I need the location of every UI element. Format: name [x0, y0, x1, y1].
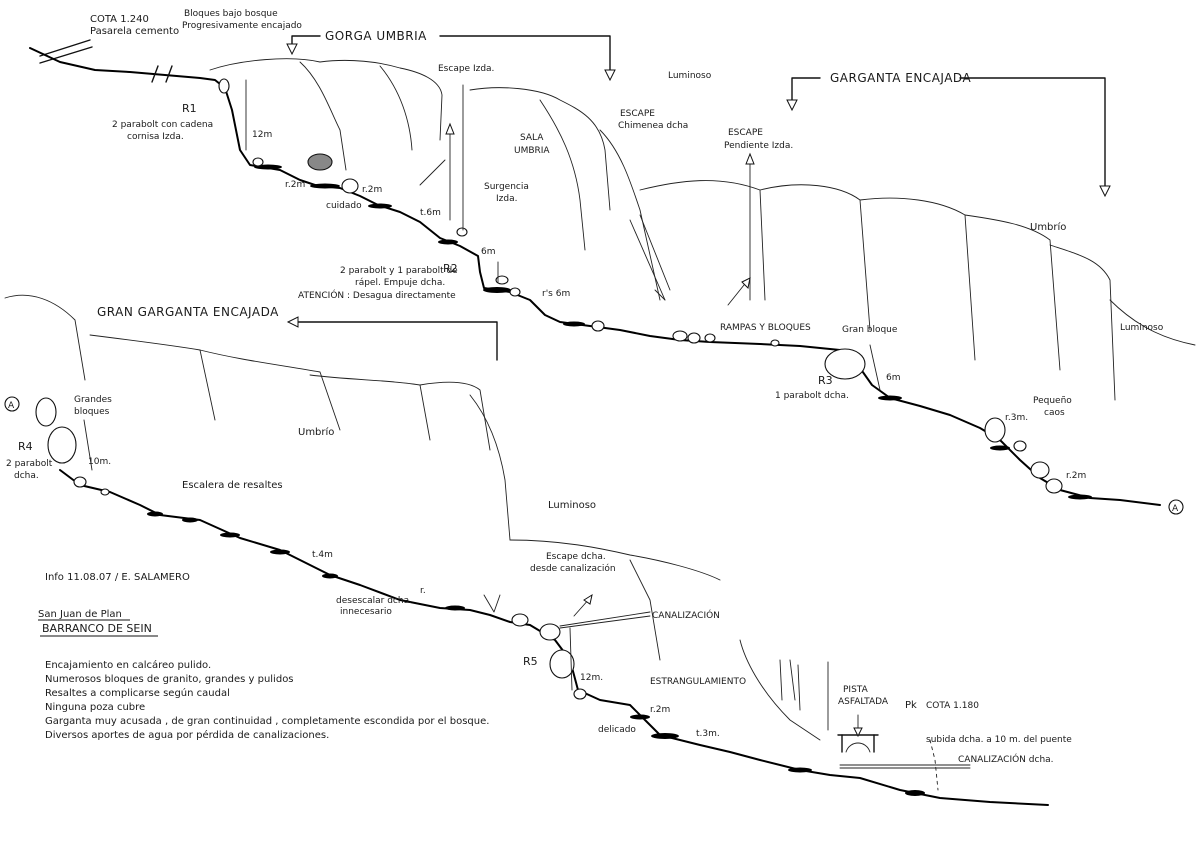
note-6: Diversos aportes de agua por pérdida de …: [45, 729, 329, 741]
r1-label: R1: [182, 102, 197, 115]
gran-bloque-label: Gran bloque: [842, 325, 898, 335]
r4-desc-2: dcha.: [14, 471, 39, 481]
desde-canal-label: desde canalización: [530, 563, 616, 574]
height-10m: 10m.: [88, 457, 111, 467]
gran-garganta-bracket: [286, 316, 498, 361]
escalera-label: Escalera de resaltes: [182, 480, 283, 491]
escape-izda-label: Escape Izda.: [438, 64, 494, 74]
r3-label: R3: [818, 374, 833, 387]
pequeno-label: Pequeño: [1033, 396, 1072, 406]
info-block: Info 11.08.07 / E. SALAMERO San Juan de …: [38, 572, 489, 741]
height-r2m-d: r.2m: [650, 705, 670, 715]
bloques-label: Bloques bajo bosque: [184, 9, 278, 19]
escape-pendiente-label: ESCAPE: [728, 128, 763, 138]
rampas-label: RAMPAS Y BLOQUES: [720, 323, 811, 333]
note-3: Resaltes a complicarse según caudal: [45, 687, 230, 699]
umbria-label: UMBRIA: [514, 146, 550, 156]
escape-chimenea-label: ESCAPE: [620, 109, 655, 119]
luminoso-top-label: Luminoso: [668, 71, 712, 81]
marker-a-right: A: [1172, 504, 1179, 514]
height-6m-a: 6m: [481, 247, 496, 257]
progresivamente-label: Progresivamente encajado: [182, 21, 302, 31]
r2-label: R2: [443, 262, 458, 275]
height-6m-b: 6m: [886, 373, 901, 383]
canal-dcha-label: CANALIZACIÓN dcha.: [958, 753, 1054, 765]
r2-desc-3: ATENCIÓN : Desagua directamente: [298, 289, 456, 301]
height-12m-a: 12m: [252, 130, 272, 140]
height-r2m-c: r.2m: [1066, 471, 1086, 481]
umbrio-mid-label: Umbrío: [298, 426, 334, 438]
pista-label-1: PISTA: [843, 685, 869, 695]
pendiente-izda-label: Pendiente Izda.: [724, 141, 793, 151]
surgencia-label: Surgencia: [484, 182, 529, 192]
height-r2m-a: r.2m: [285, 180, 305, 190]
escape-dcha-label: Escape dcha.: [546, 552, 606, 562]
height-12m-b: 12m.: [580, 673, 603, 683]
cuidado-label: cuidado: [326, 201, 362, 211]
surgencia-izda-label: Izda.: [496, 194, 517, 204]
estrangulamiento-label: ESTRANGULAMIENTO: [650, 677, 746, 687]
height-r2m-b: r.2m: [362, 185, 382, 195]
chimenea-dcha-label: Chimenea dcha: [618, 121, 688, 131]
grandes-label: Grandes: [74, 395, 112, 405]
r2-desc-1: 2 parabolt y 1 parabolt de: [340, 266, 458, 276]
pista-label-2: ASFALTADA: [838, 697, 889, 707]
gorga-umbria-bracket: [286, 35, 616, 82]
r5-label: R5: [523, 655, 538, 668]
pasarela-label: Pasarela cemento: [90, 26, 179, 37]
marker-a-left: A: [8, 401, 15, 411]
note-1: Encajamiento en calcáreo pulido.: [45, 659, 211, 671]
labels: COTA 1.240 Pasarela cemento Bloques bajo…: [6, 9, 1179, 765]
umbrio-right-label: Umbrío: [1030, 221, 1066, 233]
upper-profile: [29, 39, 1196, 506]
r1-desc-1: 2 parabolt con cadena: [112, 120, 213, 130]
height-t6m: t.6m: [420, 208, 441, 218]
r2-desc-2: rápel. Empuje dcha.: [355, 278, 445, 288]
pk-label: Pk: [905, 700, 917, 711]
cota-bottom-label: COTA 1.180: [926, 701, 979, 711]
middle-profile: [4, 294, 1184, 806]
note-5: Garganta muy acusada , de gran continuid…: [45, 716, 489, 727]
r3-desc: 1 parabolt dcha.: [775, 391, 849, 401]
r4-label: R4: [18, 440, 33, 453]
cota-top-label: COTA 1.240: [90, 14, 149, 25]
place-name: San Juan de Plan: [38, 609, 122, 620]
credit-line: Info 11.08.07 / E. SALAMERO: [45, 572, 190, 583]
caos-label: caos: [1044, 408, 1065, 418]
note-4: Ninguna poza cubre: [45, 702, 145, 713]
destrepar-label-2: innecesario: [340, 607, 392, 617]
delicado-label: delicado: [598, 725, 636, 735]
luminoso-mid-label: Luminoso: [548, 500, 596, 511]
gorga-umbria-title: GORGA UMBRIA: [325, 29, 427, 43]
luminoso-right-label: Luminoso: [1120, 323, 1164, 333]
garganta-encajada-bracket: [786, 77, 1111, 198]
r4-desc-1: 2 parabolt: [6, 459, 53, 469]
note-2: Numerosos bloques de granito, grandes y …: [45, 674, 294, 685]
destrepar-label-1: desescalar dcha.: [336, 596, 412, 606]
height-t4m: t.4m: [312, 550, 333, 560]
sala-label: SALA: [520, 133, 544, 143]
height-r-small: r.: [420, 586, 426, 596]
bloques-mid-label: bloques: [74, 407, 110, 417]
height-r3m: r.3m.: [1005, 413, 1028, 423]
canyon-name: BARRANCO DE SEIN: [42, 622, 152, 635]
canalizacion-label: CANALIZACIÓN: [652, 609, 720, 621]
gran-garganta-title: GRAN GARGANTA ENCAJADA: [97, 305, 279, 319]
r1-desc-2: cornisa Izda.: [127, 132, 184, 142]
garganta-encajada-title: GARGANTA ENCAJADA: [830, 71, 971, 85]
height-t3m: t.3m.: [696, 729, 720, 739]
height-rs6m: r's 6m: [542, 289, 570, 299]
subida-label: subida dcha. a 10 m. del puente: [926, 735, 1072, 745]
